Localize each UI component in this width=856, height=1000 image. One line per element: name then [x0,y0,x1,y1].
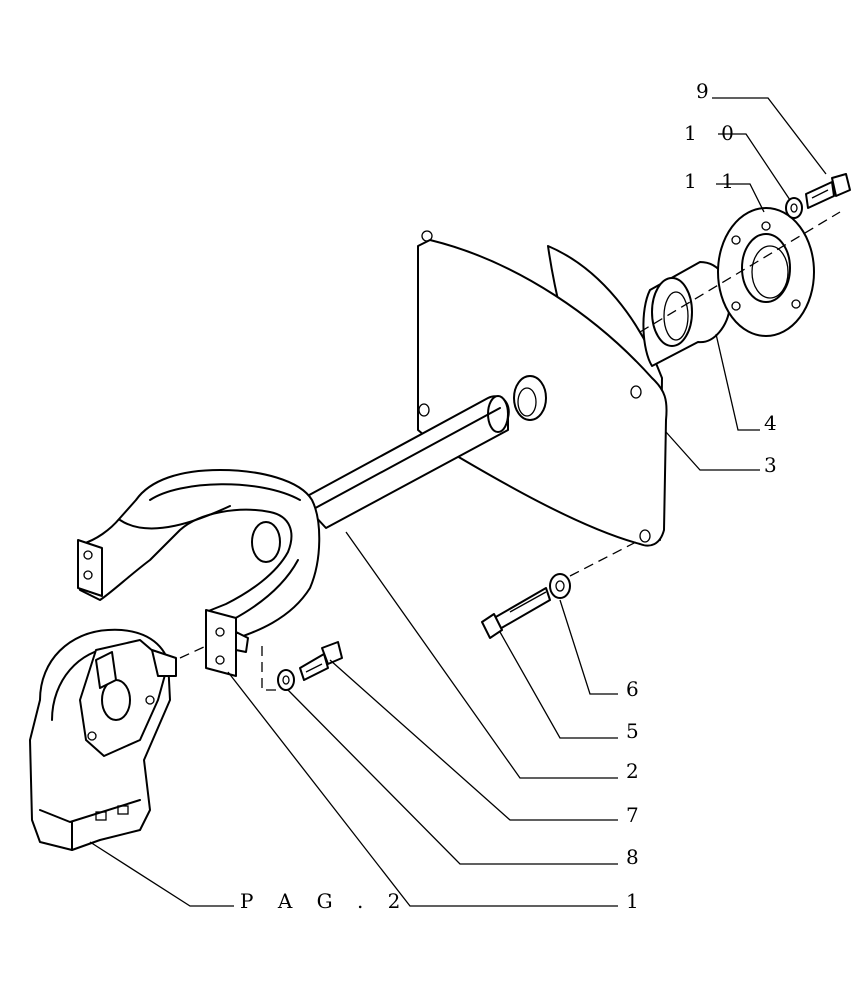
bolt-9-part [805,173,851,209]
fork-bracket-part [77,469,321,677]
callout-2: 2 [626,759,639,783]
washer-6-part [549,573,571,599]
bushing-part [642,261,732,367]
flange-part [717,207,815,337]
callout-8: 8 [626,845,639,869]
washer-8-part [277,669,295,691]
callout-10: 1 0 [684,121,743,145]
washer-10-part [785,197,803,219]
assembly-axes [179,211,841,691]
callout-4: 4 [764,411,777,435]
callout-pag-2: P A G . 2 [240,889,409,913]
shaft-part [299,395,510,529]
callout-labels: 9 1 0 1 1 4 3 6 5 2 7 8 1 P A G . 2 [240,79,777,913]
callout-11: 1 1 [684,169,743,193]
cover-plate-part [417,230,668,547]
callout-7: 7 [626,803,639,827]
bolt-5-part [481,587,551,639]
housing-part [29,628,177,851]
callout-3: 3 [764,453,777,477]
callout-1: 1 [626,889,639,913]
bolt-7-part [299,641,343,681]
callout-9: 9 [696,79,709,103]
callout-6: 6 [626,677,639,701]
leader-lines [89,97,827,907]
callout-5: 5 [626,719,639,743]
